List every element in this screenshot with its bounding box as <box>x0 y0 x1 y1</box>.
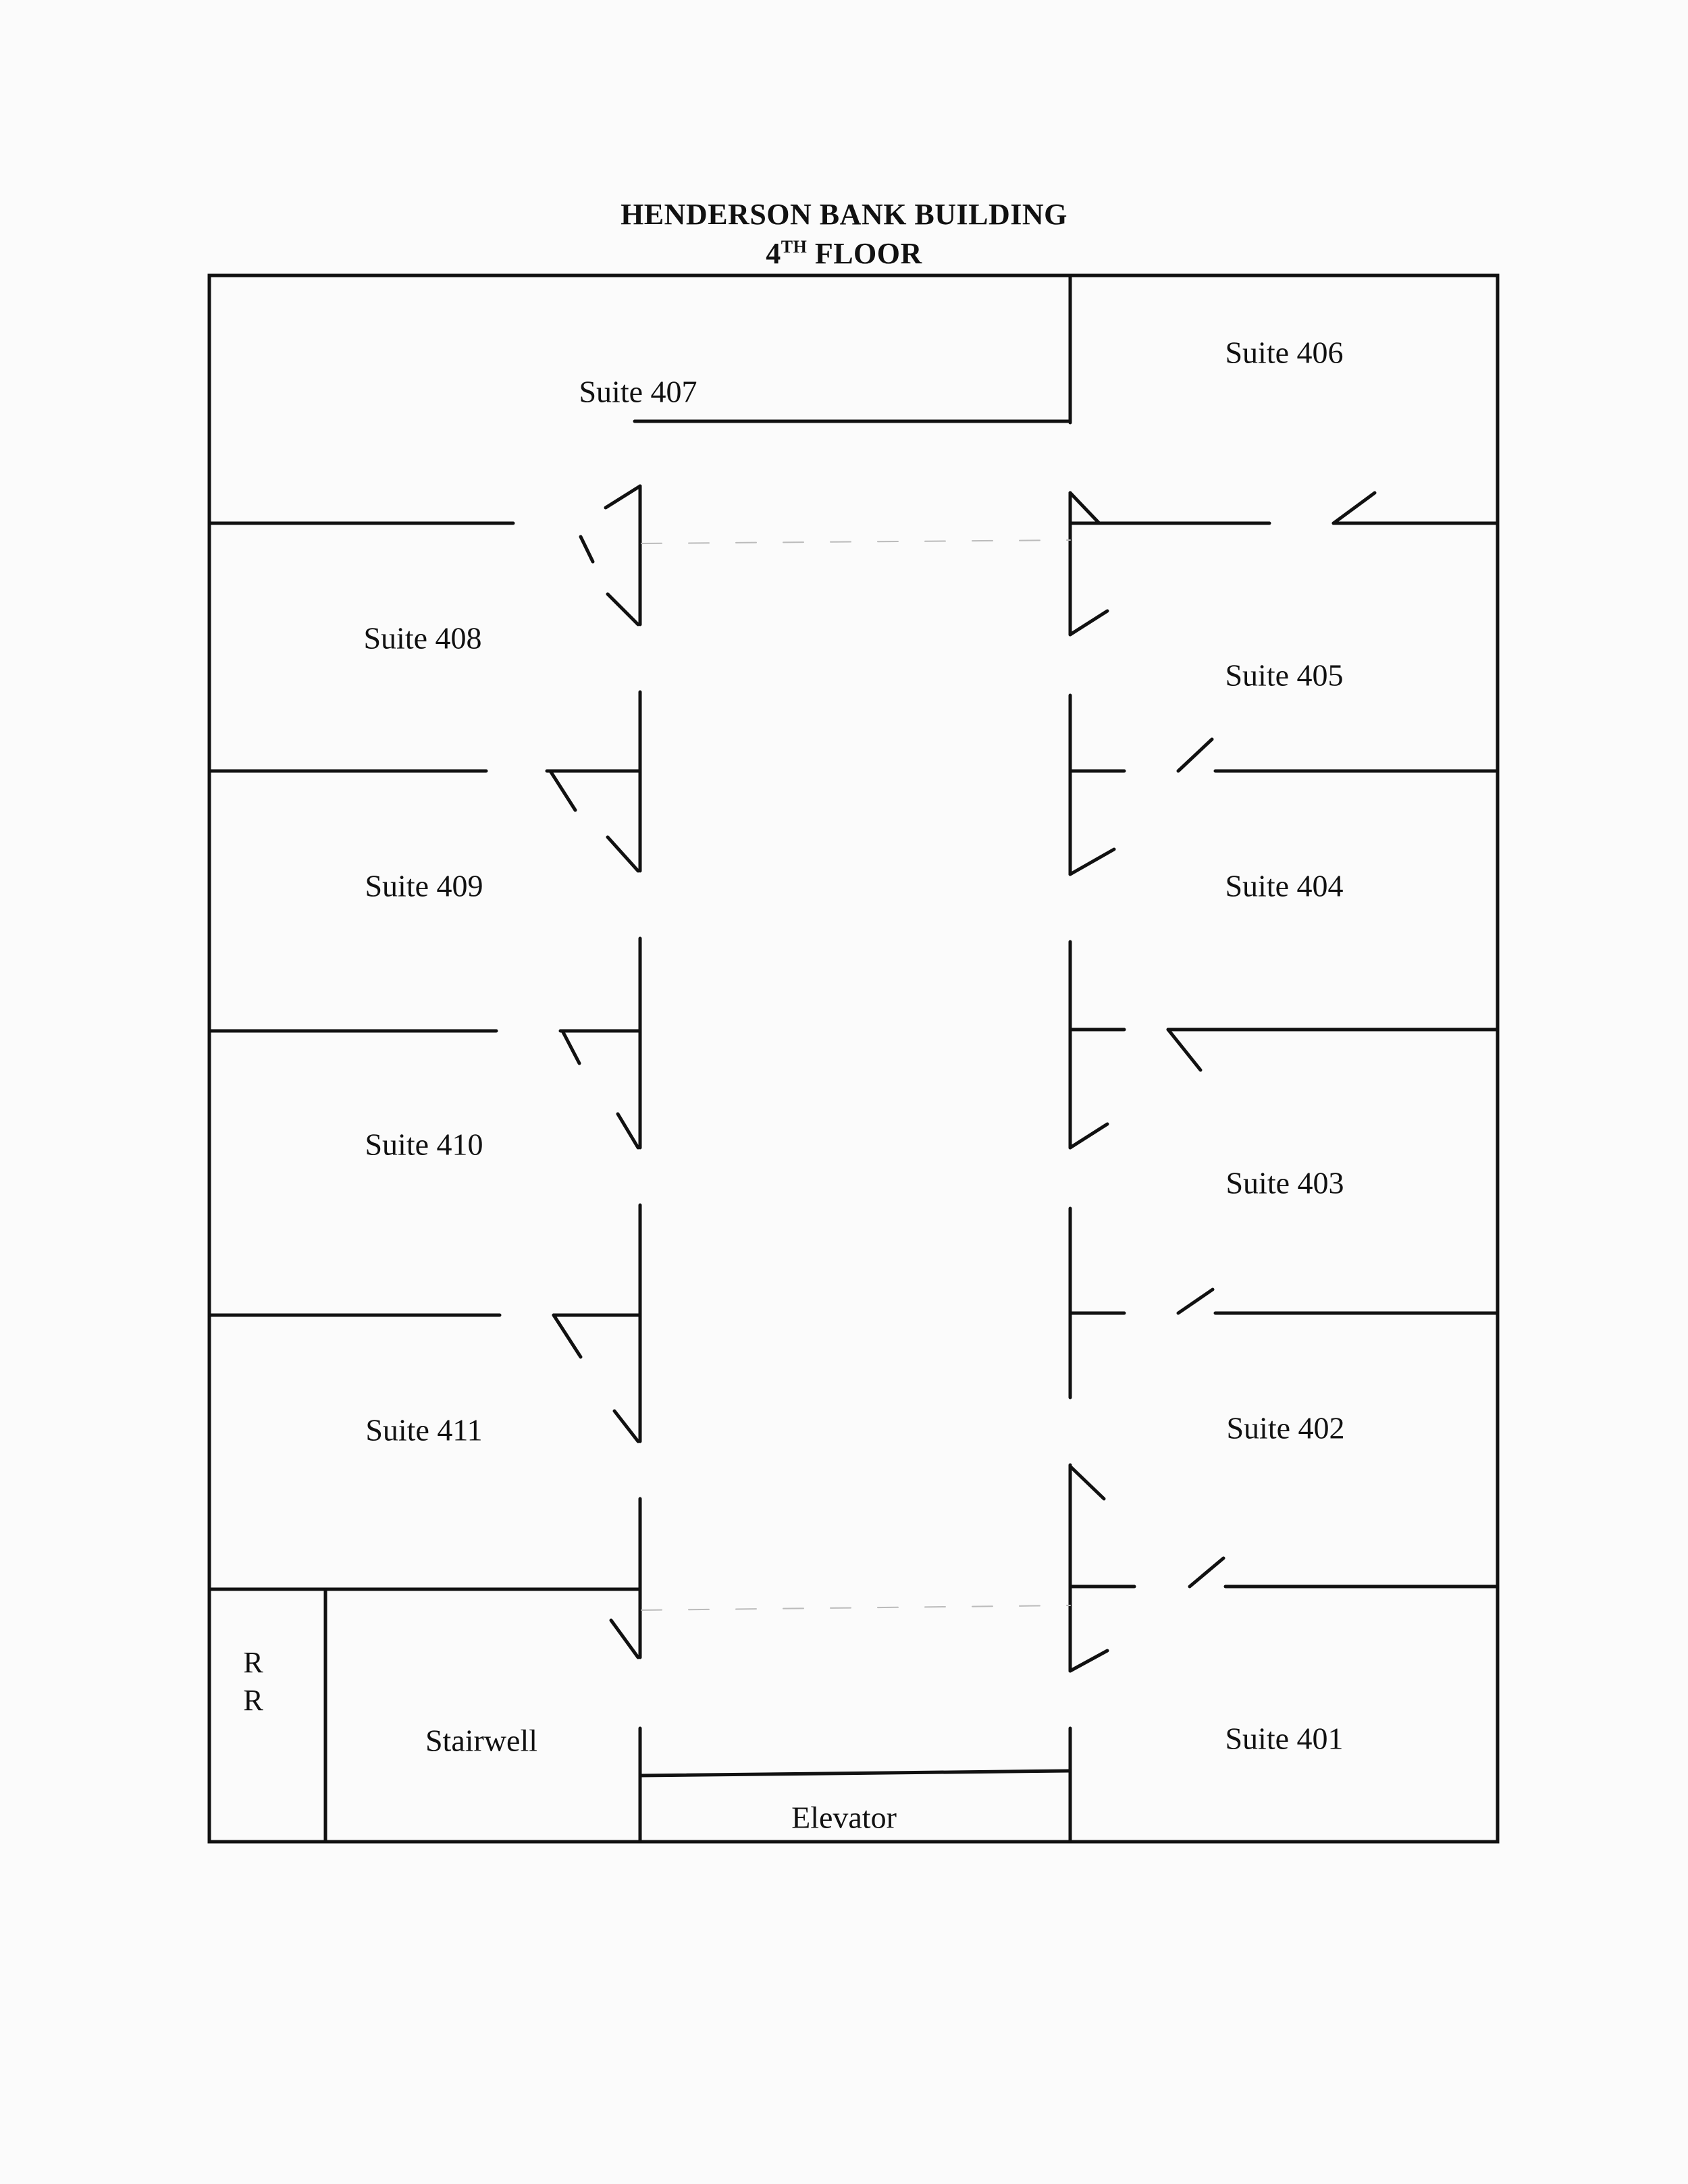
label-suite-405: Suite 405 <box>1225 658 1344 693</box>
floor-number-suffix: TH <box>781 237 808 257</box>
left-suite-walls <box>207 521 642 1591</box>
label-suite-410: Suite 410 <box>365 1127 483 1162</box>
floor-plan-subtitle: 4TH FLOOR <box>0 236 1688 271</box>
label-suite-402: Suite 402 <box>1226 1410 1345 1445</box>
label-suite-406: Suite 406 <box>1225 335 1344 370</box>
floor-word: FLOOR <box>807 237 922 270</box>
label-suite-408: Suite 408 <box>363 620 482 656</box>
label-restroom: R R <box>233 1644 273 1720</box>
label-suite-401: Suite 401 <box>1225 1721 1344 1756</box>
right-suite-walls <box>1068 521 1500 1589</box>
label-elevator: Elevator <box>791 1800 897 1835</box>
restroom-letter-1: R <box>243 1646 263 1679</box>
label-suite-407: Suite 407 <box>579 374 697 409</box>
label-suite-409: Suite 409 <box>365 868 483 903</box>
floor-number: 4 <box>766 237 781 270</box>
elevator-wall <box>638 1769 1072 1778</box>
label-suite-404: Suite 404 <box>1225 868 1344 903</box>
right-door-swings <box>1068 491 1377 1673</box>
faint-dashed-traces <box>641 539 1071 1611</box>
label-suite-403: Suite 403 <box>1225 1165 1344 1200</box>
building-outline <box>207 273 1500 1844</box>
label-suite-411: Suite 411 <box>365 1412 483 1447</box>
label-stairwell: Stairwell <box>425 1723 538 1758</box>
floor-plan-title: HENDERSON BANK BUILDING <box>621 198 1067 231</box>
left-door-swings <box>548 484 642 1659</box>
restroom-letter-2: R <box>243 1684 263 1717</box>
